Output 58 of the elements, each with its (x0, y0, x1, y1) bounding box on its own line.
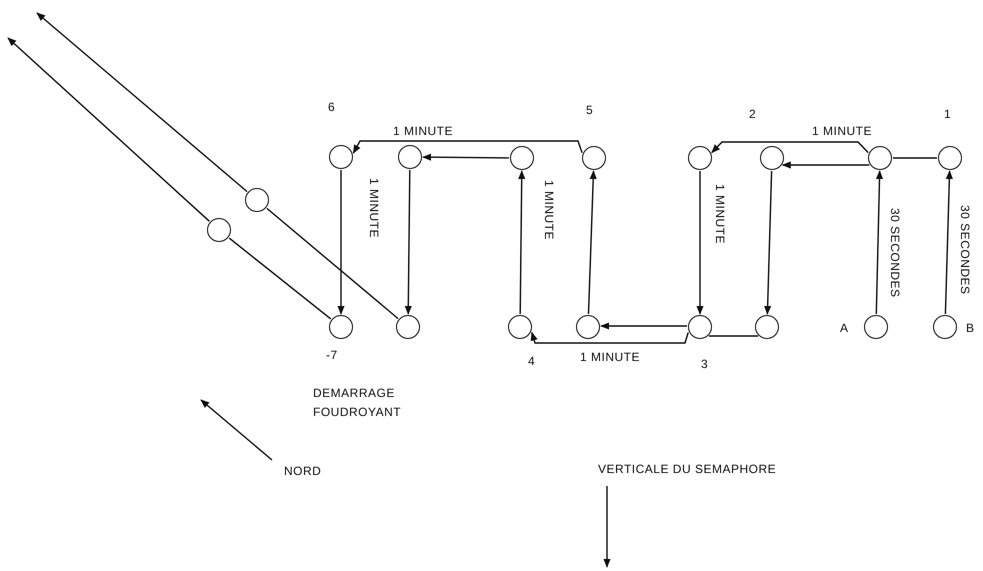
aircraft-circle (938, 146, 962, 170)
flight-path-arrow (352, 140, 583, 154)
position-number: -7 (326, 348, 338, 362)
aircraft-circle (510, 146, 534, 170)
direction-label: NORD (284, 464, 322, 478)
flight-path-arrow (530, 332, 689, 344)
flight-path-arrow (518, 170, 526, 314)
aircraft-circle (576, 315, 600, 339)
flight-path-arrow (404, 170, 412, 315)
aircraft-circle (755, 315, 779, 339)
reference-label: VERTICALE DU SEMAPHORE (598, 462, 776, 476)
position-number: 2 (749, 107, 756, 121)
aircraft-circle (688, 315, 712, 339)
edge-label: 1 MINUTE (713, 184, 726, 244)
aircraft-circle (396, 315, 420, 339)
flight-path-line (266, 208, 399, 320)
edge-label: 30 SECONDES (888, 208, 901, 298)
flight-path-arrow (337, 170, 345, 315)
caption-text: DEMARRAGE FOUDROYANT (313, 385, 402, 421)
edge-label: 1 MINUTE (542, 180, 555, 240)
aircraft-circle (329, 145, 353, 169)
flight-path-line (228, 238, 332, 320)
position-number: B (966, 321, 975, 335)
flight-path-arrow (36, 12, 248, 192)
edge-label: 30 SECONDES (958, 205, 971, 295)
edge-label: 1 MINUTE (367, 178, 380, 238)
aircraft-circle (868, 146, 892, 170)
aircraft-circle (207, 218, 231, 242)
position-number: 5 (586, 103, 594, 117)
position-number: 3 (701, 357, 708, 371)
aircraft-circle (582, 146, 606, 170)
flight-path-line (893, 157, 937, 159)
aircraft-circle (398, 145, 422, 169)
flight-path-arrow (764, 170, 772, 315)
aircraft-circle (760, 146, 784, 170)
aircraft-circle (245, 188, 269, 212)
flight-path-arrow (876, 170, 884, 314)
flight-path-arrow (711, 141, 869, 154)
flight-path-arrow (782, 161, 870, 169)
aircraft-circle (864, 315, 888, 339)
flight-path-arrow (600, 322, 687, 330)
aircraft-circle (508, 315, 532, 339)
position-number: 1 (944, 107, 952, 121)
aircraft-circle (329, 315, 353, 339)
position-number: 6 (328, 100, 336, 114)
position-number: 4 (528, 354, 536, 368)
edge-label: 1 MINUTE (393, 124, 454, 138)
flight-path-line (708, 335, 758, 337)
aircraft-circle (688, 146, 712, 170)
flight-path-arrow (944, 170, 953, 314)
flight-path-arrow (422, 154, 509, 161)
flight-path-arrow (588, 170, 597, 314)
edge-label: 1 MINUTE (812, 124, 872, 138)
flight-path-arrow (696, 171, 704, 315)
aircraft-circle (933, 315, 957, 339)
edge-label: 1 MINUTE (580, 350, 640, 364)
flight-path-arrow (7, 37, 210, 222)
position-number: A (840, 321, 849, 335)
